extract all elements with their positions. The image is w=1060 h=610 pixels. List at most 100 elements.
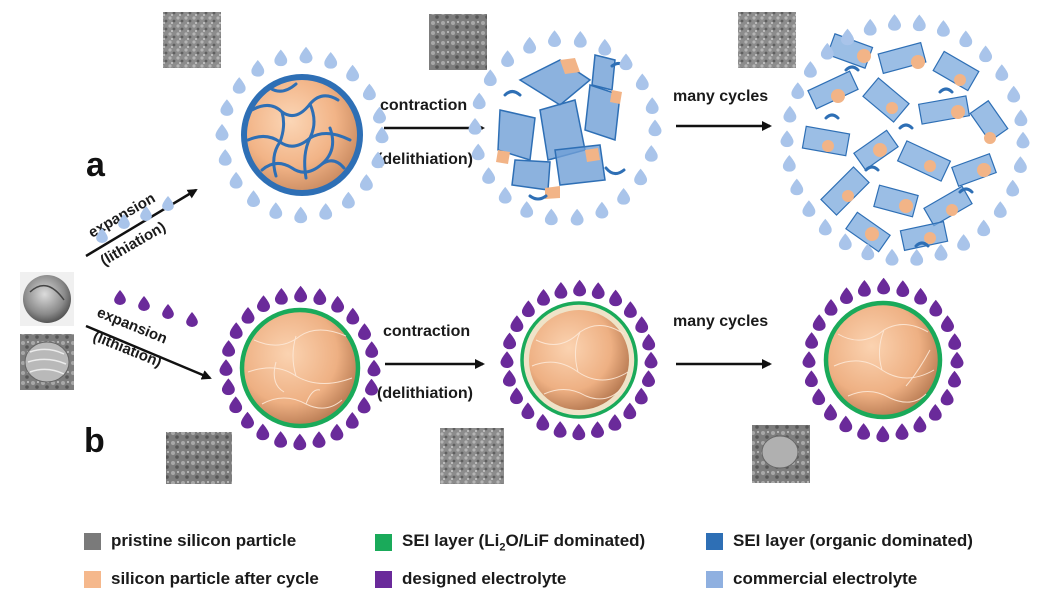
electrolyte-droplet-icon	[346, 307, 360, 325]
electrolyte-droplet-icon	[940, 388, 954, 406]
electrolyte-droplet-icon	[895, 423, 909, 440]
electrolyte-droplet-icon	[498, 186, 512, 204]
electrolyte-droplet-icon	[824, 298, 838, 316]
electrolyte-droplet-icon	[537, 288, 550, 306]
electrolyte-droplet-icon	[642, 333, 656, 351]
delithiation-label-a: (delithiation)	[377, 151, 473, 168]
electrolyte-droplet-icon	[500, 351, 514, 369]
electrolyte-droplet-icon	[928, 403, 942, 421]
electrolyte-droplet-icon	[1007, 85, 1021, 103]
electrolyte-droplet-icon	[572, 423, 586, 441]
sem-inset-a2	[429, 14, 487, 70]
electrolyte-droplet-icon	[995, 64, 1009, 81]
electrolyte-droplet-icon	[471, 143, 485, 161]
electrolyte-droplet-icon	[623, 402, 637, 420]
electrolyte-droplet-icon	[472, 92, 486, 110]
electrolyte-droplet-icon	[877, 277, 891, 295]
electrolyte-droplet-icon	[294, 206, 308, 224]
electrolyte-droplet-icon	[959, 30, 973, 48]
electrolyte-droplet-icon	[324, 51, 338, 69]
sem-inset-b2	[440, 428, 504, 484]
electrolyte-droplet-icon	[608, 414, 622, 431]
electrolyte-droplet-icon	[330, 423, 344, 441]
electrolyte-droplet-icon	[114, 290, 126, 305]
contraction-arrow-b: contraction (delithiation)	[377, 323, 485, 402]
electrolyte-droplet-icon	[812, 314, 826, 331]
electrolyte-droplet-icon	[346, 64, 360, 82]
electrolyte-droplet-icon	[510, 387, 523, 405]
panel-label-b: b	[84, 422, 105, 460]
electrolyte-droplet-icon	[645, 97, 659, 115]
electrolyte-droplet-icon	[299, 46, 313, 64]
electrolyte-droplet-icon	[573, 30, 587, 48]
electrolyte-droplet-icon	[219, 359, 233, 376]
electrolyte-droplet-icon	[818, 218, 832, 236]
electrolyte-droplet-icon	[331, 295, 345, 313]
electrolyte-droplet-icon	[221, 378, 235, 396]
electrolyte-droplet-icon	[502, 369, 516, 387]
electrolyte-droplet-icon	[957, 234, 971, 251]
electrolyte-droplet-icon	[1016, 131, 1030, 149]
electrolyte-droplet-icon	[362, 83, 376, 101]
electrolyte-droplet-icon	[644, 145, 658, 162]
electrolyte-droplet-icon	[979, 45, 993, 63]
contraction-label-a: contraction	[380, 97, 467, 114]
electrolyte-droplet-icon	[274, 49, 288, 67]
electrolyte-droplet-icon	[319, 203, 333, 220]
sem-inset-a1	[163, 12, 221, 68]
electrolyte-droplet-icon	[1006, 179, 1020, 197]
electrolyte-droplet-icon	[367, 359, 381, 377]
electrolyte-droplet-icon	[345, 411, 359, 429]
electrolyte-droplet-icon	[634, 168, 648, 186]
electrolyte-droplet-icon	[888, 14, 901, 31]
electrolyte-droplet-icon	[623, 301, 637, 318]
delithiation-label-b: (delithiation)	[377, 385, 473, 402]
electrolyte-droplet-icon	[138, 296, 150, 311]
electrolyte-droplet-icon	[838, 233, 852, 251]
electrolyte-droplet-icon	[977, 219, 991, 237]
pulverized-aggregate-a	[801, 33, 1009, 253]
electrolyte-droplet-icon	[913, 415, 927, 433]
electrolyte-droplet-icon	[948, 370, 961, 388]
electrolyte-droplet-icon	[241, 306, 255, 324]
electrolyte-droplet-icon	[802, 200, 816, 217]
electrolyte-droplet-icon	[896, 280, 910, 298]
electrolyte-droplet-icon	[359, 174, 373, 191]
electrolyte-droplet-icon	[863, 18, 877, 36]
electrolyte-droplet-icon	[803, 61, 817, 78]
electrolyte-droplet-icon	[365, 341, 379, 358]
electrolyte-droplet-icon	[609, 289, 623, 307]
electrolyte-droplet-icon	[523, 36, 537, 54]
electrolyte-droplet-icon	[229, 322, 243, 339]
electrolyte-droplet-icon	[790, 178, 804, 196]
electrolyte-droplet-icon	[548, 30, 561, 48]
cycled-particle-b	[823, 300, 943, 420]
electrolyte-droplet-icon	[229, 396, 243, 414]
panel-label-a: a	[86, 146, 106, 184]
electrolyte-droplet-icon	[483, 69, 497, 87]
electrolyte-droplet-icon	[365, 378, 378, 396]
electrolyte-droplet-icon	[791, 82, 805, 100]
electrolyte-droplet-icon	[857, 279, 871, 297]
electrolyte-droplet-icon	[520, 201, 534, 218]
electrolyte-droplet-icon	[510, 315, 524, 333]
electrolyte-droplet-icon	[591, 282, 605, 300]
electrolyte-droplet-icon	[802, 351, 816, 368]
electrolyte-droplet-icon	[312, 431, 326, 448]
electrolyte-droplet-icon	[573, 279, 587, 297]
electrolyte-droplet-icon	[929, 299, 943, 317]
electrolyte-droplet-icon	[950, 351, 964, 369]
electrolyte-droplet-icon	[912, 14, 926, 32]
electrolyte-droplet-icon	[993, 201, 1007, 218]
electrolyte-droplet-icon	[358, 323, 371, 341]
electrolyte-droplet-icon	[642, 370, 655, 388]
electrolyte-droplet-icon	[780, 130, 794, 148]
electrolyte-droplet-icon	[783, 105, 797, 123]
electrolyte-droplet-icon	[468, 117, 482, 135]
electrolyte-droplet-icon	[1014, 109, 1028, 127]
sem-inset-b1	[166, 432, 232, 484]
electrolyte-droplet-icon	[222, 340, 236, 357]
electrolyte-droplet-icon	[941, 315, 954, 333]
electrolyte-droplet-icon	[554, 281, 568, 299]
